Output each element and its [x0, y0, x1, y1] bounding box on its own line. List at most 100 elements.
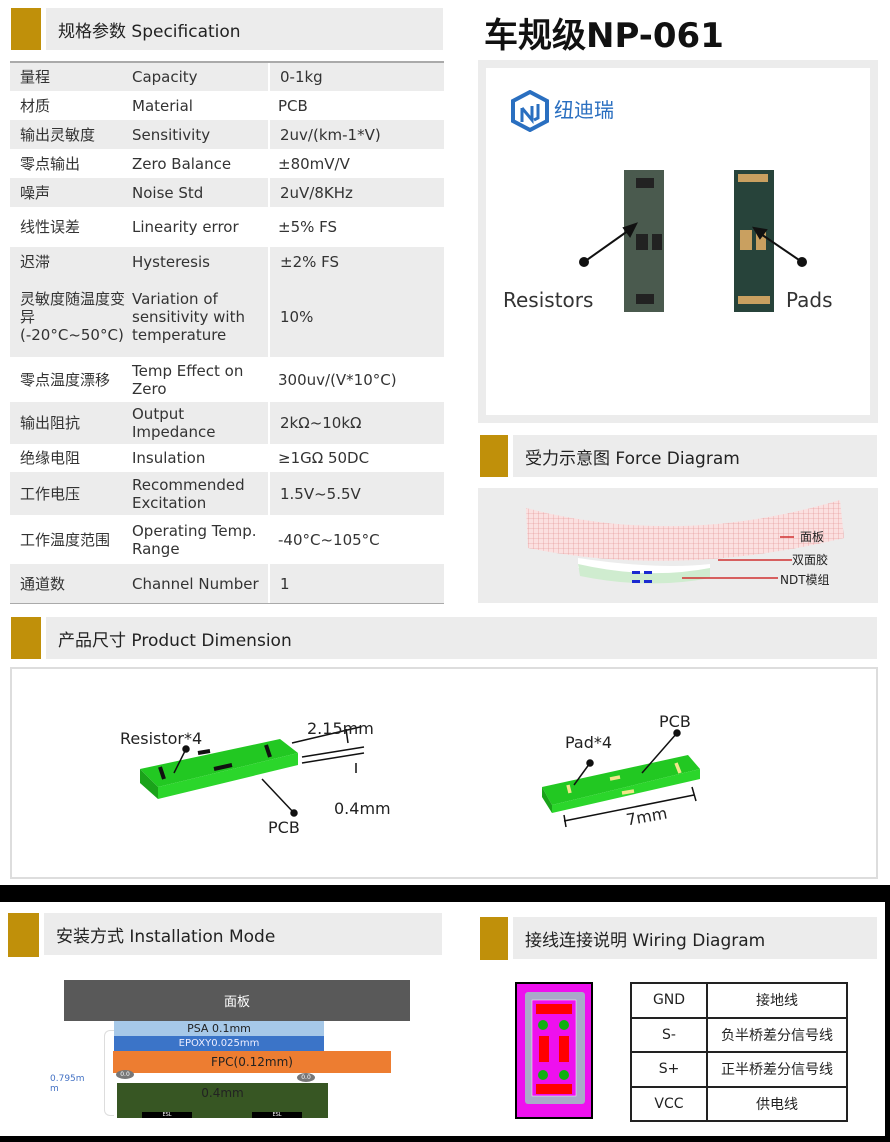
wiring-row: S-负半桥差分信号线 — [630, 1016, 848, 1053]
force-diagram: 面板 双面胶 NDT模组 — [478, 488, 878, 603]
esl-pad: ESL — [252, 1112, 302, 1118]
product-photo: 纽迪瑞 Resistors Pads — [478, 60, 878, 423]
product-title: 车规级NP-061 — [484, 16, 724, 56]
spec-value: 2kΩ~10kΩ — [268, 402, 444, 444]
label-width: 2.15mm — [307, 719, 374, 738]
wiring-desc: 接地线 — [706, 982, 848, 1019]
spec-name-cn: 线性误差 — [20, 218, 81, 236]
spec-name-cn: 输出灵敏度 — [20, 125, 96, 144]
force-label-module: NDT模组 — [780, 573, 830, 587]
spec-value: 2uV/8KHz — [268, 178, 444, 207]
spec-name-en: Hysteresis — [132, 253, 210, 271]
spec-name-cn: 工作电压 — [20, 484, 81, 503]
solder-dot: 0.0 — [116, 1070, 134, 1079]
layer-fpc: FPC(0.12mm) — [113, 1051, 391, 1073]
spec-name-cn: 通道数 — [20, 574, 66, 593]
label-resistors: Resistors — [503, 288, 594, 312]
force-label-tape: 双面胶 — [792, 553, 829, 567]
logo — [511, 90, 549, 132]
label-thickness: 0.4mm — [334, 799, 391, 818]
section-header-specification: 规格参数 Specification — [46, 8, 443, 50]
section-header-wiring: 接线连接说明 Wiring Diagram — [513, 917, 877, 959]
pcb-left — [140, 739, 298, 799]
divider-band — [0, 885, 890, 902]
spec-name-en: Channel Number — [132, 574, 259, 593]
spec-row: 材质 Material PCB — [10, 91, 444, 120]
label-pad-count: Pad*4 — [565, 733, 613, 752]
spec-name-en: Sensitivity — [132, 125, 211, 144]
label-pcb-right: PCB — [659, 712, 691, 731]
layer-epoxy: EPOXY0.025mm — [114, 1036, 324, 1051]
spec-value: ≥1GΩ 50DC — [278, 449, 370, 467]
section-marker — [480, 917, 508, 960]
spec-name-cn: 输出阻抗 — [20, 414, 81, 432]
spec-name-en: Recommended Excitation — [132, 475, 245, 512]
wiring-desc: 负半桥差分信号线 — [706, 1016, 848, 1053]
pads-chip — [734, 170, 774, 312]
dimension-diagram: Resistor*4 2.15mm 0.4mm PCB Pad*4 PCB 7m… — [10, 667, 878, 879]
spec-name-cn: 工作温度范围 — [20, 530, 111, 549]
spec-name-en: Operating Temp. Range — [132, 521, 257, 558]
section-marker — [480, 435, 508, 477]
wiring-pin: GND — [630, 982, 708, 1019]
spec-value: ±2% FS — [268, 247, 444, 277]
spec-name-cn: 灵敏度随温度变异(-20°C~50°C) — [20, 290, 126, 344]
installation-diagram: 面板 PSA 0.1mm EPOXY0.025mm FPC(0.12mm) 0.… — [0, 970, 450, 1135]
logo-text: 纽迪瑞 — [554, 98, 614, 122]
section-marker — [11, 617, 41, 659]
label-resistor-count: Resistor*4 — [120, 729, 203, 748]
spec-name-cn: 零点输出 — [20, 154, 81, 173]
wiring-pcb-layout — [515, 982, 593, 1119]
spec-name-en: Zero Balance — [132, 154, 232, 173]
wiring-row: S+正半桥差分信号线 — [630, 1051, 848, 1088]
wiring-pin: S- — [630, 1016, 708, 1053]
label-pads: Pads — [786, 288, 833, 312]
spec-name-cn: 材质 — [20, 96, 51, 115]
spec-name-en: Material — [132, 96, 193, 115]
spec-name-en: Output Impedance — [132, 405, 216, 441]
spec-row: 输出灵敏度 Sensitivity 2uv/(km-1*V) — [10, 120, 444, 149]
spec-row: 迟滞 Hysteresis ±2% FS — [10, 247, 444, 277]
spec-row: 零点输出 Zero Balance ±80mV/V — [10, 149, 444, 178]
spec-name-en: Noise Std — [132, 183, 204, 202]
wiring-desc: 正半桥差分信号线 — [706, 1051, 848, 1088]
layer-panel: 面板 — [64, 980, 410, 1021]
spec-row: 输出阻抗 Output Impedance 2kΩ~10kΩ — [10, 402, 444, 444]
spec-value: PCB — [278, 96, 308, 115]
spec-value: ±80mV/V — [278, 154, 350, 173]
force-label-panel: 面板 — [800, 530, 825, 544]
wiring-pin: S+ — [630, 1051, 708, 1088]
layer-psa: PSA 0.1mm — [114, 1021, 324, 1036]
spec-name-en: Capacity — [132, 68, 198, 86]
spec-name-en: Insulation — [132, 449, 206, 467]
thickness-bracket — [104, 1030, 114, 1116]
pointer-arrows — [579, 222, 807, 267]
spec-row: 工作电压 Recommended Excitation 1.5V~5.5V — [10, 472, 444, 515]
spec-value: ±5% FS — [278, 218, 338, 236]
spec-value: 2uv/(km-1*V) — [268, 120, 444, 149]
spec-value: -40°C~105°C — [278, 530, 380, 549]
spec-name-cn: 迟滞 — [20, 253, 51, 271]
right-border — [885, 902, 890, 1142]
spec-name-cn: 零点温度漂移 — [20, 370, 111, 389]
spec-value: 300uv/(V*10°C) — [278, 370, 397, 389]
section-marker — [8, 913, 39, 957]
spec-value: 1 — [268, 564, 444, 603]
spec-name-en: Variation of sensitivity with temperatur… — [132, 290, 245, 344]
section-header-dimension: 产品尺寸 Product Dimension — [46, 617, 877, 659]
spec-value: 1.5V~5.5V — [268, 472, 444, 515]
section-header-force: 受力示意图 Force Diagram — [513, 435, 877, 477]
wiring-desc: 供电线 — [706, 1085, 848, 1122]
spec-row: 通道数 Channel Number 1 — [10, 564, 444, 603]
spec-row: 工作温度范围 Operating Temp. Range -40°C~105°C — [10, 515, 444, 564]
resistor-chip — [624, 170, 664, 312]
total-thickness: 0.795mm — [50, 1074, 85, 1094]
